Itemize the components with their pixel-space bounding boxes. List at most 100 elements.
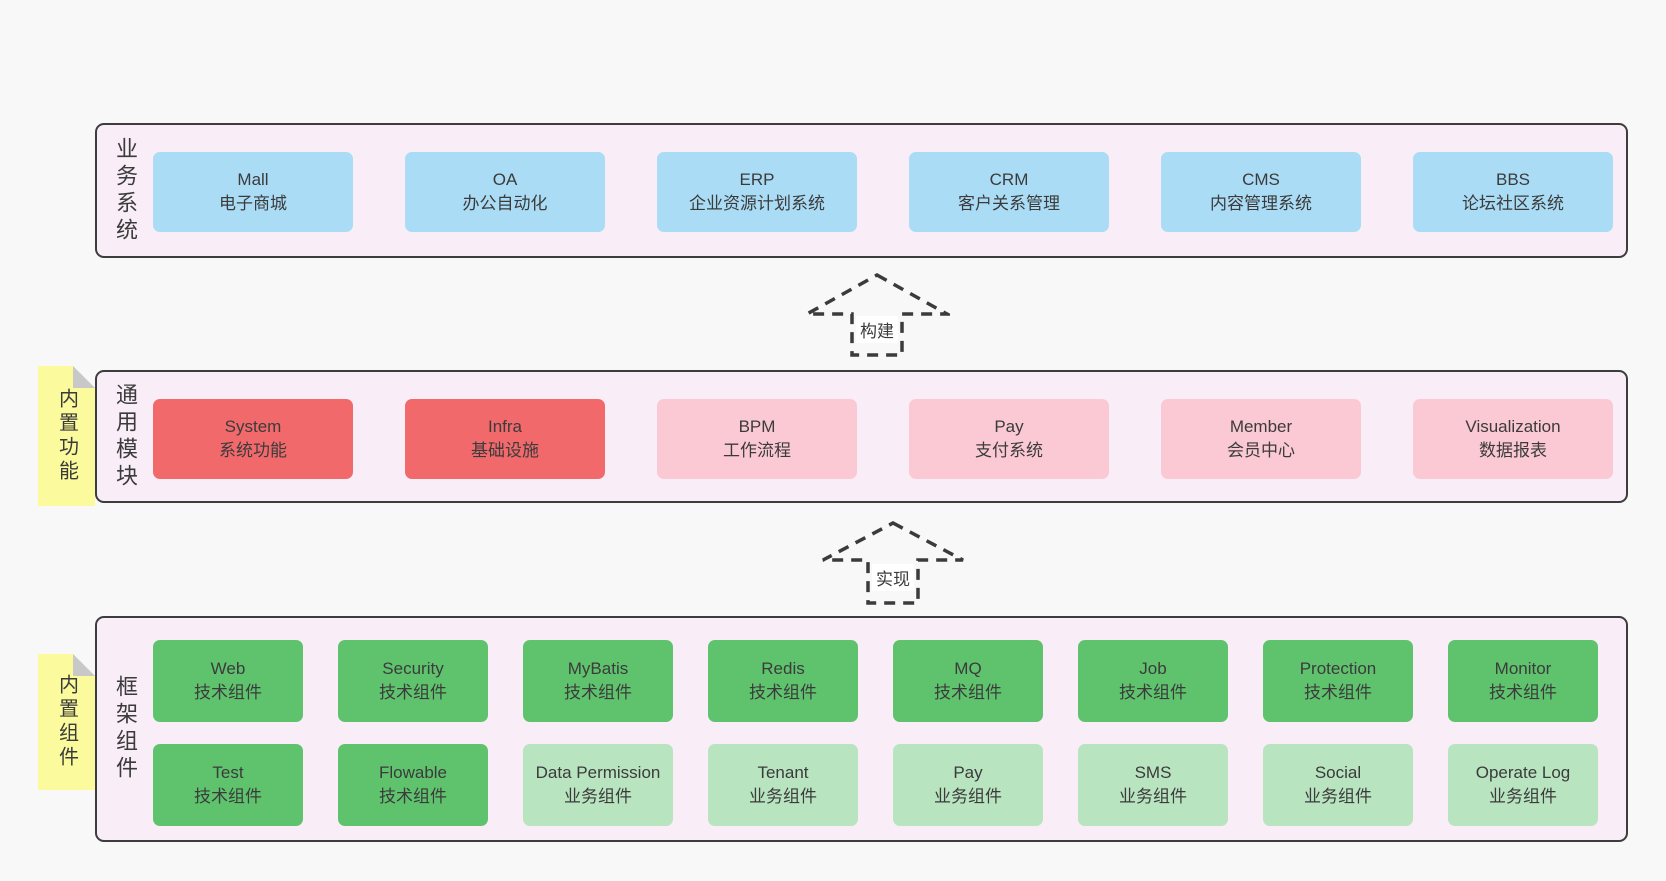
box-security: Security 技术组件 [338, 640, 488, 722]
box-subtitle: 业务组件 [564, 787, 632, 806]
box-subtitle: 业务组件 [1119, 787, 1187, 806]
box-redis: Redis 技术组件 [708, 640, 858, 722]
band-label-common-modules: 通用模块 [105, 372, 145, 501]
box-title: Test [212, 763, 244, 783]
box-crm: CRM 客户关系管理 [909, 152, 1109, 232]
box-cms: CMS 内容管理系统 [1161, 152, 1361, 232]
box-title: Web [210, 659, 246, 679]
band-business-systems: 业务系统 Mall 电子商城 OA 办公自动化 ERP 企业资源计划系统 CRM… [95, 123, 1628, 258]
sticky-builtin-features: 内置功能 [38, 366, 95, 506]
box-title: Mall [237, 170, 269, 190]
arrow-implement-label: 实现 [872, 564, 914, 591]
box-subtitle: 技术组件 [1489, 683, 1557, 702]
box-title: Operate Log [1475, 763, 1571, 783]
framework-components-row-2: Test 技术组件 Flowable 技术组件 Data Permission … [153, 744, 1598, 826]
box-visualization: Visualization 数据报表 [1413, 399, 1613, 479]
band-common-modules: 通用模块 System 系统功能 Infra 基础设施 BPM 工作流程 Pay… [95, 370, 1628, 503]
box-member: Member 会员中心 [1161, 399, 1361, 479]
sticky-paper [38, 654, 95, 790]
arrow-build: 构建 [804, 272, 950, 358]
box-data-permission: Data Permission 业务组件 [523, 744, 673, 826]
box-bbs: BBS 论坛社区系统 [1413, 152, 1613, 232]
box-title: SMS [1134, 763, 1172, 783]
box-tenant: Tenant 业务组件 [708, 744, 858, 826]
sticky-builtin-components: 内置组件 [38, 654, 95, 790]
box-subtitle: 技术组件 [1304, 683, 1372, 702]
common-modules-row: System 系统功能 Infra 基础设施 BPM 工作流程 Pay 支付系统… [153, 399, 1613, 479]
box-subtitle: 技术组件 [379, 787, 447, 806]
box-title: Pay [953, 763, 983, 783]
arrow-implement: 实现 [820, 520, 966, 606]
box-operate-log: Operate Log 业务组件 [1448, 744, 1598, 826]
box-subtitle: 数据报表 [1479, 441, 1547, 460]
box-subtitle: 技术组件 [379, 683, 447, 702]
box-mybatis: MyBatis 技术组件 [523, 640, 673, 722]
box-flowable: Flowable 技术组件 [338, 744, 488, 826]
box-subtitle: 系统功能 [219, 441, 287, 460]
box-title: Job [1139, 659, 1167, 679]
box-title: System [224, 417, 282, 437]
box-title: CRM [989, 170, 1029, 190]
box-subtitle: 工作流程 [723, 441, 791, 460]
box-monitor: Monitor 技术组件 [1448, 640, 1598, 722]
box-title: MyBatis [567, 659, 629, 679]
box-subtitle: 会员中心 [1227, 441, 1295, 460]
up-arrow-icon [804, 272, 950, 357]
band-label-business-systems: 业务系统 [105, 125, 145, 256]
business-systems-row: Mall 电子商城 OA 办公自动化 ERP 企业资源计划系统 CRM 客户关系… [153, 152, 1613, 232]
box-subtitle: 技术组件 [194, 787, 262, 806]
box-social: Social 业务组件 [1263, 744, 1413, 826]
box-infra: Infra 基础设施 [405, 399, 605, 479]
box-subtitle: 技术组件 [194, 683, 262, 702]
box-title: MQ [954, 659, 982, 679]
box-bpm: BPM 工作流程 [657, 399, 857, 479]
box-subtitle: 技术组件 [1119, 683, 1187, 702]
box-subtitle: 业务组件 [934, 787, 1002, 806]
box-subtitle: 技术组件 [934, 683, 1002, 702]
box-subtitle: 业务组件 [1304, 787, 1372, 806]
up-arrow-icon [822, 521, 964, 605]
box-title: Flowable [378, 763, 448, 783]
box-title: Member [1229, 417, 1293, 437]
box-subtitle: 企业资源计划系统 [689, 194, 825, 213]
box-protection: Protection 技术组件 [1263, 640, 1413, 722]
box-sms: SMS 业务组件 [1078, 744, 1228, 826]
box-title: Redis [761, 659, 805, 679]
box-title: CMS [1242, 170, 1280, 190]
box-title: Infra [487, 417, 523, 437]
arrow-build-label: 构建 [856, 316, 898, 343]
box-subtitle: 技术组件 [749, 683, 817, 702]
band-label-text: 框架组件 [113, 675, 138, 783]
box-subtitle: 基础设施 [471, 441, 539, 460]
box-mall: Mall 电子商城 [153, 152, 353, 232]
sticky-builtin-features-label: 内置功能 [55, 388, 78, 484]
framework-components-row-1: Web 技术组件 Security 技术组件 MyBatis 技术组件 Redi… [153, 640, 1598, 722]
box-title: Security [382, 659, 444, 679]
box-subtitle: 电子商城 [219, 194, 287, 213]
box-title: OA [492, 170, 518, 190]
box-pay-component: Pay 业务组件 [893, 744, 1043, 826]
band-label-framework-components: 框架组件 [105, 618, 145, 840]
box-title: Pay [994, 417, 1024, 437]
box-title: ERP [739, 170, 775, 190]
box-title: Data Permission [535, 763, 661, 783]
box-title: Monitor [1494, 659, 1552, 679]
box-title: BBS [1495, 170, 1531, 190]
sticky-builtin-components-label: 内置组件 [55, 674, 78, 770]
box-web: Web 技术组件 [153, 640, 303, 722]
box-pay-system: Pay 支付系统 [909, 399, 1109, 479]
box-test: Test 技术组件 [153, 744, 303, 826]
box-job: Job 技术组件 [1078, 640, 1228, 722]
box-title: Visualization [1465, 417, 1561, 437]
band-framework-components: 框架组件 Web 技术组件 Security 技术组件 MyBatis 技术组件… [95, 616, 1628, 842]
box-title: Tenant [757, 763, 809, 783]
box-subtitle: 支付系统 [975, 441, 1043, 460]
box-subtitle: 办公自动化 [462, 194, 548, 213]
box-mq: MQ 技术组件 [893, 640, 1043, 722]
box-erp: ERP 企业资源计划系统 [657, 152, 857, 232]
box-oa: OA 办公自动化 [405, 152, 605, 232]
box-title: BPM [738, 417, 776, 437]
box-title: Social [1314, 763, 1362, 783]
box-subtitle: 内容管理系统 [1210, 194, 1312, 213]
